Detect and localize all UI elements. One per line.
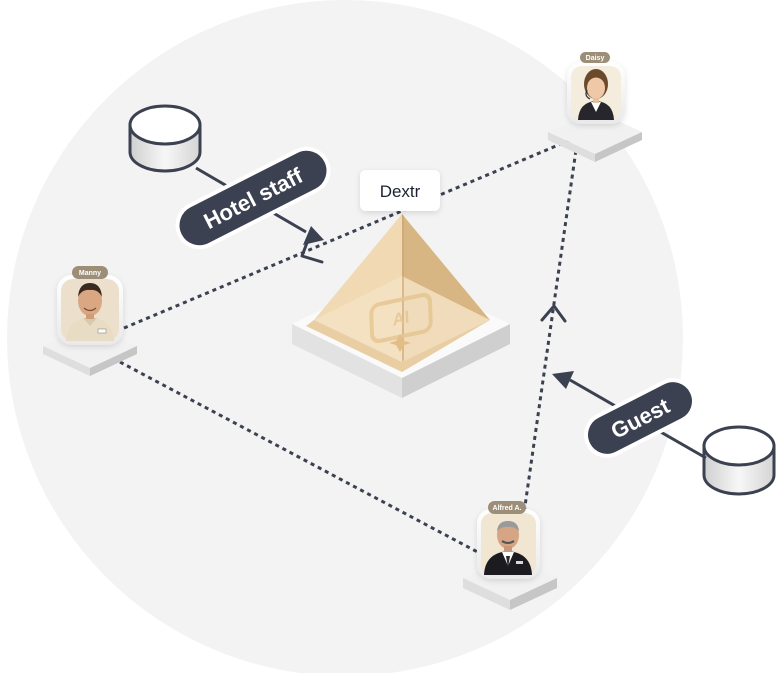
manny-name-tag: Manny bbox=[79, 270, 101, 277]
persona-daisy: Daisy bbox=[548, 52, 642, 162]
manny-avatar bbox=[66, 283, 114, 341]
daisy-name-tag: Daisy bbox=[586, 55, 605, 62]
dextr-label-card: Dextr bbox=[360, 170, 440, 211]
ai-glyph-icon: AI bbox=[369, 292, 433, 344]
arrow-head-icon bbox=[303, 226, 324, 245]
guest-database-icon bbox=[702, 425, 776, 496]
connection-manny-daisy bbox=[123, 136, 576, 330]
connection-manny-alfred bbox=[119, 360, 486, 558]
persona-manny: Manny bbox=[43, 266, 137, 376]
alfred-avatar bbox=[484, 521, 532, 575]
chevron-arrow-icon bbox=[540, 304, 567, 323]
chevron-arrow-icon bbox=[300, 238, 324, 264]
ai-glyph-text: AI bbox=[392, 306, 409, 330]
sparkle-icon bbox=[389, 334, 411, 352]
dextr-label: Dextr bbox=[380, 182, 421, 201]
daisy-avatar bbox=[578, 69, 614, 120]
hotel-staff-database-icon bbox=[128, 104, 202, 173]
connection-lines bbox=[119, 136, 578, 558]
alfred-name-tag: Alfred A. bbox=[493, 505, 522, 512]
persona-alfred: Alfred A. bbox=[463, 501, 557, 610]
dextr-pyramid: AI bbox=[292, 214, 510, 398]
arrow-head-icon bbox=[552, 371, 574, 389]
